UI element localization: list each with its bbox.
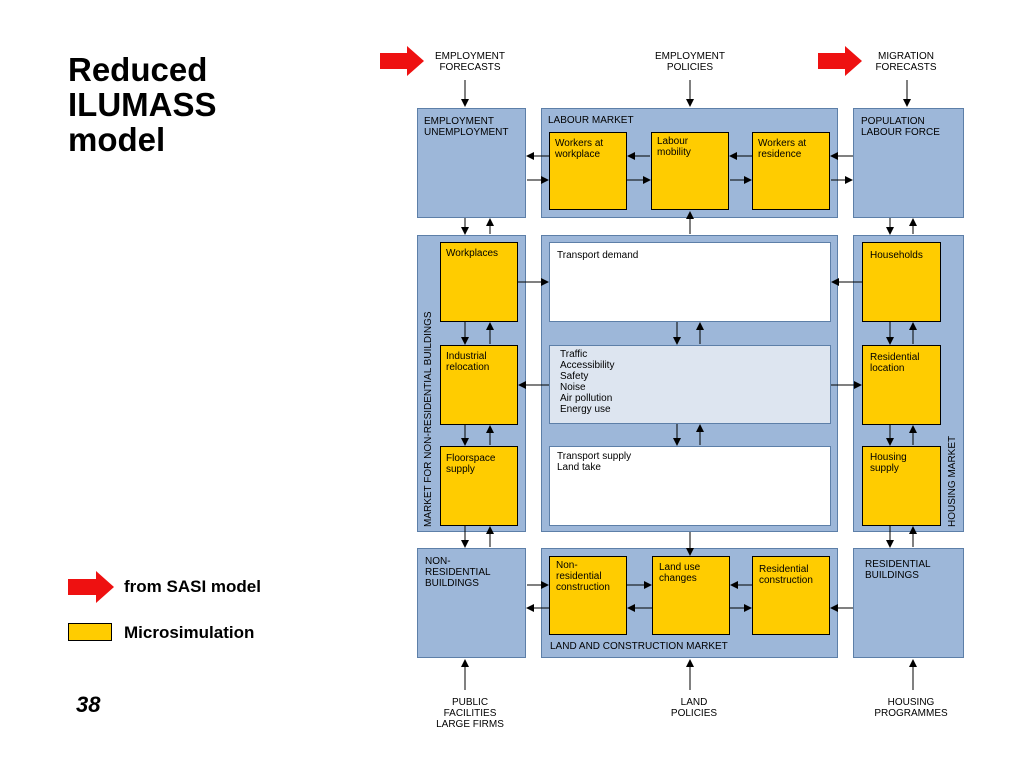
floorspace-supply-label: Floorspace supply bbox=[446, 453, 496, 475]
transport-demand-label: Transport demand bbox=[557, 250, 639, 261]
population-labour-force-label: POPULATION LABOUR FORCE bbox=[861, 116, 940, 138]
non-residential-construction-label: Non- residential construction bbox=[556, 560, 610, 593]
workers-at-workplace-box: Workers at workplace bbox=[549, 132, 627, 210]
land-use-changes-box: Land use changes bbox=[652, 556, 730, 635]
legend-box-label: Microsimulation bbox=[124, 623, 255, 642]
housing-supply-box: Housing supply bbox=[862, 446, 941, 526]
land-policies-label: LAND POLICIES bbox=[670, 697, 718, 719]
labour-market-title: LABOUR MARKET bbox=[548, 115, 634, 126]
population-labour-force-box: POPULATION LABOUR FORCE bbox=[853, 108, 964, 218]
residential-buildings-label: RESIDENTIAL BUILDINGS bbox=[865, 559, 931, 581]
employment-forecasts-label: EMPLOYMENT FORECASTS bbox=[434, 51, 505, 73]
housing-programmes-label: HOUSING PROGRAMMES bbox=[874, 697, 948, 719]
employment-forecast-red-arrow-icon bbox=[380, 46, 424, 76]
non-residential-buildings-label: NON- RESIDENTIAL BUILDINGS bbox=[425, 556, 491, 589]
transport-supply-label: Transport supply Land take bbox=[557, 451, 632, 473]
migration-forecasts-label: MIGRATION FORECASTS bbox=[875, 51, 937, 73]
workers-at-residence-box: Workers at residence bbox=[752, 132, 830, 210]
land-use-changes-label: Land use changes bbox=[659, 562, 701, 584]
migration-forecast-red-arrow-icon bbox=[818, 46, 862, 76]
floorspace-supply-box: Floorspace supply bbox=[440, 446, 518, 526]
legend-microsimulation-swatch bbox=[68, 623, 112, 641]
employment-unemployment-box: EMPLOYMENT UNEMPLOYMENT bbox=[417, 108, 526, 218]
employment-unemployment-label: EMPLOYMENT UNEMPLOYMENT bbox=[424, 116, 509, 138]
transport-demand-box: Transport demand bbox=[549, 242, 831, 322]
housing-supply-label: Housing supply bbox=[870, 452, 907, 474]
workers-at-workplace-label: Workers at workplace bbox=[555, 138, 604, 160]
workplaces-box: Workplaces bbox=[440, 242, 518, 322]
labour-mobility-box: Labour mobility bbox=[651, 132, 729, 210]
households-label: Households bbox=[870, 250, 923, 261]
residential-buildings-box: RESIDENTIAL BUILDINGS bbox=[853, 548, 964, 658]
transport-impacts-label: Traffic Accessibility Safety Noise Air p… bbox=[560, 349, 615, 415]
page-number: 38 bbox=[76, 692, 101, 717]
land-construction-market-title: LAND AND CONSTRUCTION MARKET bbox=[550, 641, 728, 652]
legend-red-arrow-icon bbox=[68, 571, 114, 603]
workers-at-residence-label: Workers at residence bbox=[758, 138, 807, 160]
non-residential-construction-box: Non- residential construction bbox=[549, 556, 627, 635]
industrial-relocation-box: Industrial relocation bbox=[440, 345, 518, 425]
residential-location-label: Residential location bbox=[870, 352, 920, 374]
residential-construction-box: Residential construction bbox=[752, 556, 830, 635]
industrial-relocation-label: Industrial relocation bbox=[446, 351, 490, 373]
slide-title: Reduced ILUMASS model bbox=[68, 51, 217, 158]
workplaces-label: Workplaces bbox=[446, 248, 499, 259]
legend-arrow-label: from SASI model bbox=[124, 577, 261, 596]
public-facilities-label: PUBLIC FACILITIES LARGE FIRMS bbox=[436, 697, 504, 730]
households-box: Households bbox=[862, 242, 941, 322]
transport-supply-box: Transport supply Land take bbox=[549, 446, 831, 526]
residential-location-box: Residential location bbox=[862, 345, 941, 425]
residential-construction-label: Residential construction bbox=[759, 564, 813, 586]
non-residential-buildings-box: NON- RESIDENTIAL BUILDINGS bbox=[417, 548, 526, 658]
employment-policies-label: EMPLOYMENT POLICIES bbox=[654, 51, 725, 73]
transport-impacts-box: Traffic Accessibility Safety Noise Air p… bbox=[549, 345, 831, 424]
labour-mobility-label: Labour mobility bbox=[657, 136, 691, 158]
